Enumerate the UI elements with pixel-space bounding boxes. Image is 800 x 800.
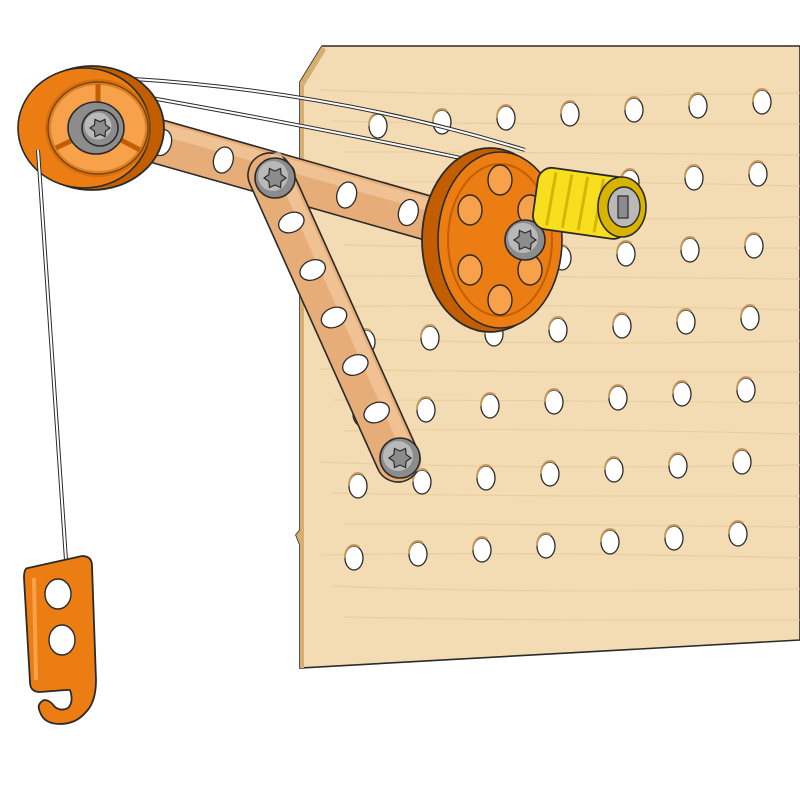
diagonal-beam-hole	[342, 353, 369, 377]
peg-hole-shadow	[679, 235, 696, 251]
peg-hole-shadow	[687, 91, 704, 107]
peg-hole-shadow	[603, 455, 620, 471]
string-top	[117, 77, 526, 151]
peg-hole-shadow	[663, 523, 680, 539]
peg-hole-shadow	[535, 531, 552, 547]
guide-pulley	[17, 65, 165, 191]
string-back	[117, 76, 526, 162]
diagonal-beam-hole	[278, 211, 305, 234]
winch-hole	[487, 164, 513, 196]
hook-hole	[44, 578, 72, 610]
peg-hole-shadow	[743, 231, 760, 247]
peg-hole-shadow	[747, 159, 764, 175]
peg-hole-shadow	[667, 451, 684, 467]
peg-hole-shadow	[599, 527, 616, 543]
peg-hole-shadow	[419, 323, 436, 339]
winch-inner-ring	[447, 163, 553, 317]
hook	[23, 555, 97, 725]
wood-grain	[331, 304, 800, 311]
upper-beam-hole	[212, 146, 234, 174]
peg-hole-shadow	[739, 303, 756, 319]
peg-hole-shadow	[671, 379, 688, 395]
peg-hole-shadow	[607, 383, 624, 399]
peg-hole-shadow	[471, 535, 488, 551]
upper-beam-hole	[336, 181, 358, 209]
peg-hole-shadow	[407, 539, 424, 555]
peg-hole-shadow	[475, 463, 492, 479]
wood-grain	[319, 89, 800, 96]
peg-hole-shadow	[559, 99, 576, 115]
winch-hole	[457, 254, 483, 286]
diagonal-beam-hole	[363, 401, 390, 424]
peg-hole-shadow	[615, 239, 632, 255]
bolt-torx-icon	[89, 118, 111, 138]
peg-hole-shadow	[547, 315, 564, 331]
wood-grain	[331, 585, 800, 592]
peg-hole-shadow	[431, 107, 448, 123]
wood-grain	[343, 151, 800, 156]
peg-hole-shadow	[683, 163, 700, 179]
wood-grain	[331, 492, 800, 497]
peg-hole-shadow	[479, 391, 496, 407]
peg-hole-shadow	[735, 375, 752, 391]
peg-hole-shadow	[611, 311, 628, 327]
crank-grip-ridge	[545, 172, 558, 226]
winch-drum	[421, 147, 563, 333]
string-mid	[139, 95, 471, 161]
bolt-torx-icon	[387, 447, 413, 469]
peg-hole-shadow	[675, 307, 692, 323]
crank-grip-ridge	[560, 174, 574, 229]
peg-hole-shadow	[347, 471, 364, 487]
crank-handle	[532, 166, 647, 240]
diagonal-beam-hole	[299, 258, 326, 282]
peg-hole-shadow	[623, 95, 640, 111]
crank-grip-ridge	[576, 176, 590, 231]
crank-axle-slot	[617, 195, 629, 219]
wood-grain	[343, 337, 800, 344]
winch-hole	[487, 284, 513, 316]
diagonal-beam-hole	[320, 306, 348, 329]
string-hang	[37, 149, 67, 561]
peg-hole-shadow	[539, 459, 556, 475]
bolt-torx-icon	[262, 167, 288, 189]
diagonal-beam	[247, 152, 422, 483]
peg-hole-shadow	[751, 87, 768, 103]
peg-hole-shadow	[495, 103, 512, 119]
wood-grain	[343, 523, 800, 528]
bolt-torx-icon	[512, 229, 538, 251]
peg-hole-shadow	[343, 543, 360, 559]
pulley-groove	[45, 79, 151, 177]
string-front	[36, 149, 68, 561]
wood-grain	[343, 616, 800, 621]
peg-hole-shadow	[731, 447, 748, 463]
hook-hole	[48, 624, 76, 656]
peg-hole-shadow	[543, 387, 560, 403]
hook-highlight	[32, 577, 38, 681]
peg-hole-shadow	[727, 519, 744, 535]
upper-beam-hole	[397, 198, 419, 227]
winch-hole	[457, 194, 483, 226]
peg-hole-shadow	[415, 395, 432, 411]
